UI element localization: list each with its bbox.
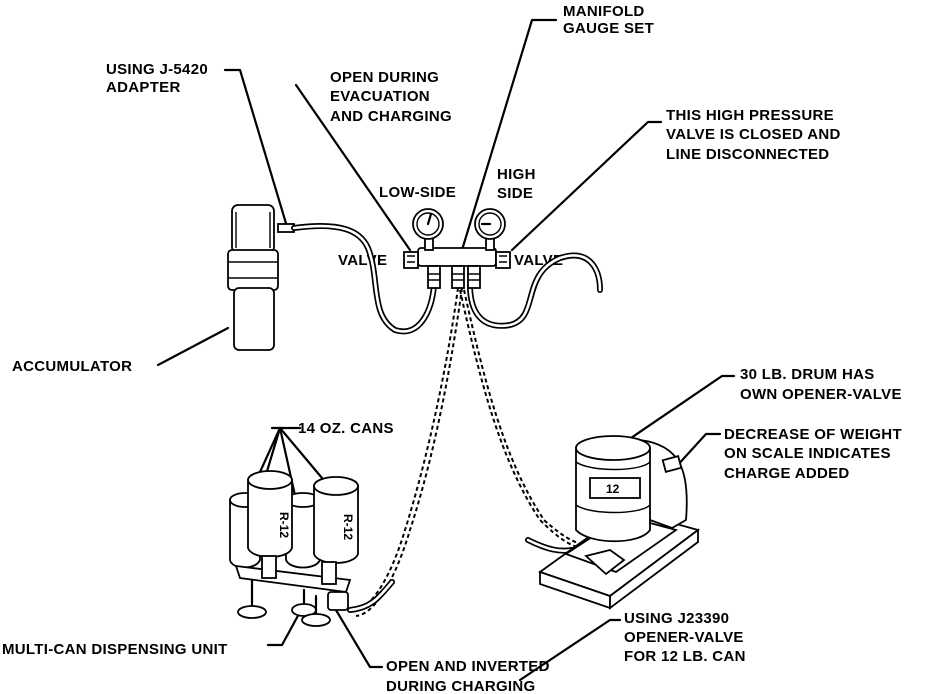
scale-label: DECREASE OF WEIGHT ON SCALE INDICATES CH…	[724, 426, 902, 482]
open-during-evacuation-label: OPEN DURING EVACUATION AND CHARGING	[330, 69, 452, 125]
accumulator-label: ACCUMULATOR	[12, 358, 132, 375]
drum-marking: 12	[606, 482, 620, 496]
svg-text:USING J-5420: USING J-5420	[106, 61, 208, 78]
multi-can-dispensing-unit: R-12 R-12	[229, 470, 359, 627]
svg-text:THIS HIGH PRESSURE: THIS HIGH PRESSURE	[666, 107, 834, 124]
can-valve-handle-right	[301, 594, 331, 627]
can-marking-right: R-12	[341, 514, 355, 540]
svg-text:CHARGE ADDED: CHARGE ADDED	[724, 465, 850, 482]
svg-text:DECREASE OF WEIGHT: DECREASE OF WEIGHT	[724, 426, 902, 443]
manifold-gauge-set-label: MANIFOLD GAUGE SET	[563, 3, 654, 37]
refrigerant-drum-on-scale: 12	[538, 435, 701, 610]
svg-text:OPEN AND INVERTED: OPEN AND INVERTED	[386, 658, 550, 675]
multi-can-label: MULTI-CAN DISPENSING UNIT	[2, 641, 228, 658]
svg-text:DURING CHARGING: DURING CHARGING	[386, 678, 536, 694]
svg-text:LINE DISCONNECTED: LINE DISCONNECTED	[666, 146, 829, 163]
high-side-gauge	[474, 208, 506, 240]
can-front-right: R-12	[313, 476, 359, 564]
left-valve-label: VALVE	[338, 252, 387, 269]
high-pressure-valve-label: THIS HIGH PRESSURE VALVE IS CLOSED AND L…	[666, 107, 841, 163]
svg-text:USING J23390: USING J23390	[624, 610, 729, 627]
high-side-label: HIGH SIDE	[497, 166, 536, 202]
svg-text:OWN OPENER-VALVE: OWN OPENER-VALVE	[740, 386, 902, 403]
can-marking-left: R-12	[277, 512, 291, 538]
adapter-label: USING J-5420 ADAPTER	[106, 61, 208, 96]
drum-label: 30 LB. DRUM HAS OWN OPENER-VALVE	[740, 366, 902, 403]
svg-text:30 LB. DRUM HAS: 30 LB. DRUM HAS	[740, 366, 875, 383]
can-valve-handle-left	[237, 578, 267, 619]
svg-text:ON SCALE INDICATES: ON SCALE INDICATES	[724, 445, 891, 462]
low-side-gauge	[412, 208, 444, 240]
can-front-left: R-12	[247, 470, 293, 558]
opener-valve-label: USING J23390 OPENER-VALVE FOR 12 LB. CAN	[624, 610, 746, 665]
svg-text:GAUGE SET: GAUGE SET	[563, 20, 654, 37]
svg-text:HIGH: HIGH	[497, 166, 536, 183]
accumulator	[227, 204, 295, 351]
svg-text:VALVE IS CLOSED AND: VALVE IS CLOSED AND	[666, 126, 841, 143]
svg-text:ADAPTER: ADAPTER	[106, 79, 181, 96]
can-rear-right	[285, 492, 321, 569]
low-side-label: LOW-SIDE	[379, 184, 456, 201]
svg-text:FOR 12 LB. CAN: FOR 12 LB. CAN	[624, 648, 746, 665]
cans-label: 14 OZ. CANS	[298, 420, 394, 437]
svg-text:AND CHARGING: AND CHARGING	[330, 108, 452, 125]
svg-text:OPEN DURING: OPEN DURING	[330, 69, 439, 86]
manifold-gauge-set	[403, 208, 511, 289]
svg-text:SIDE: SIDE	[497, 185, 533, 202]
svg-text:MANIFOLD: MANIFOLD	[563, 3, 645, 20]
can-valve-handle-middle	[291, 588, 317, 617]
svg-text:OPENER-VALVE: OPENER-VALVE	[624, 629, 744, 646]
open-inverted-label: OPEN AND INVERTED DURING CHARGING	[386, 658, 550, 694]
svg-text:EVACUATION: EVACUATION	[330, 88, 430, 105]
